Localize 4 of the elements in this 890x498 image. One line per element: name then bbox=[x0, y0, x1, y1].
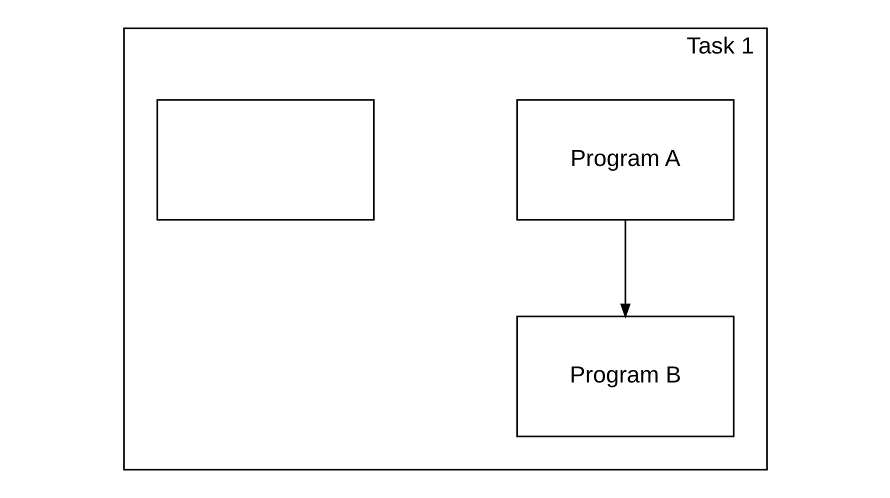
node-box bbox=[156, 99, 374, 221]
arrow bbox=[620, 220, 630, 319]
node-box: Program A bbox=[516, 99, 734, 221]
node-box: Program B bbox=[516, 316, 734, 438]
